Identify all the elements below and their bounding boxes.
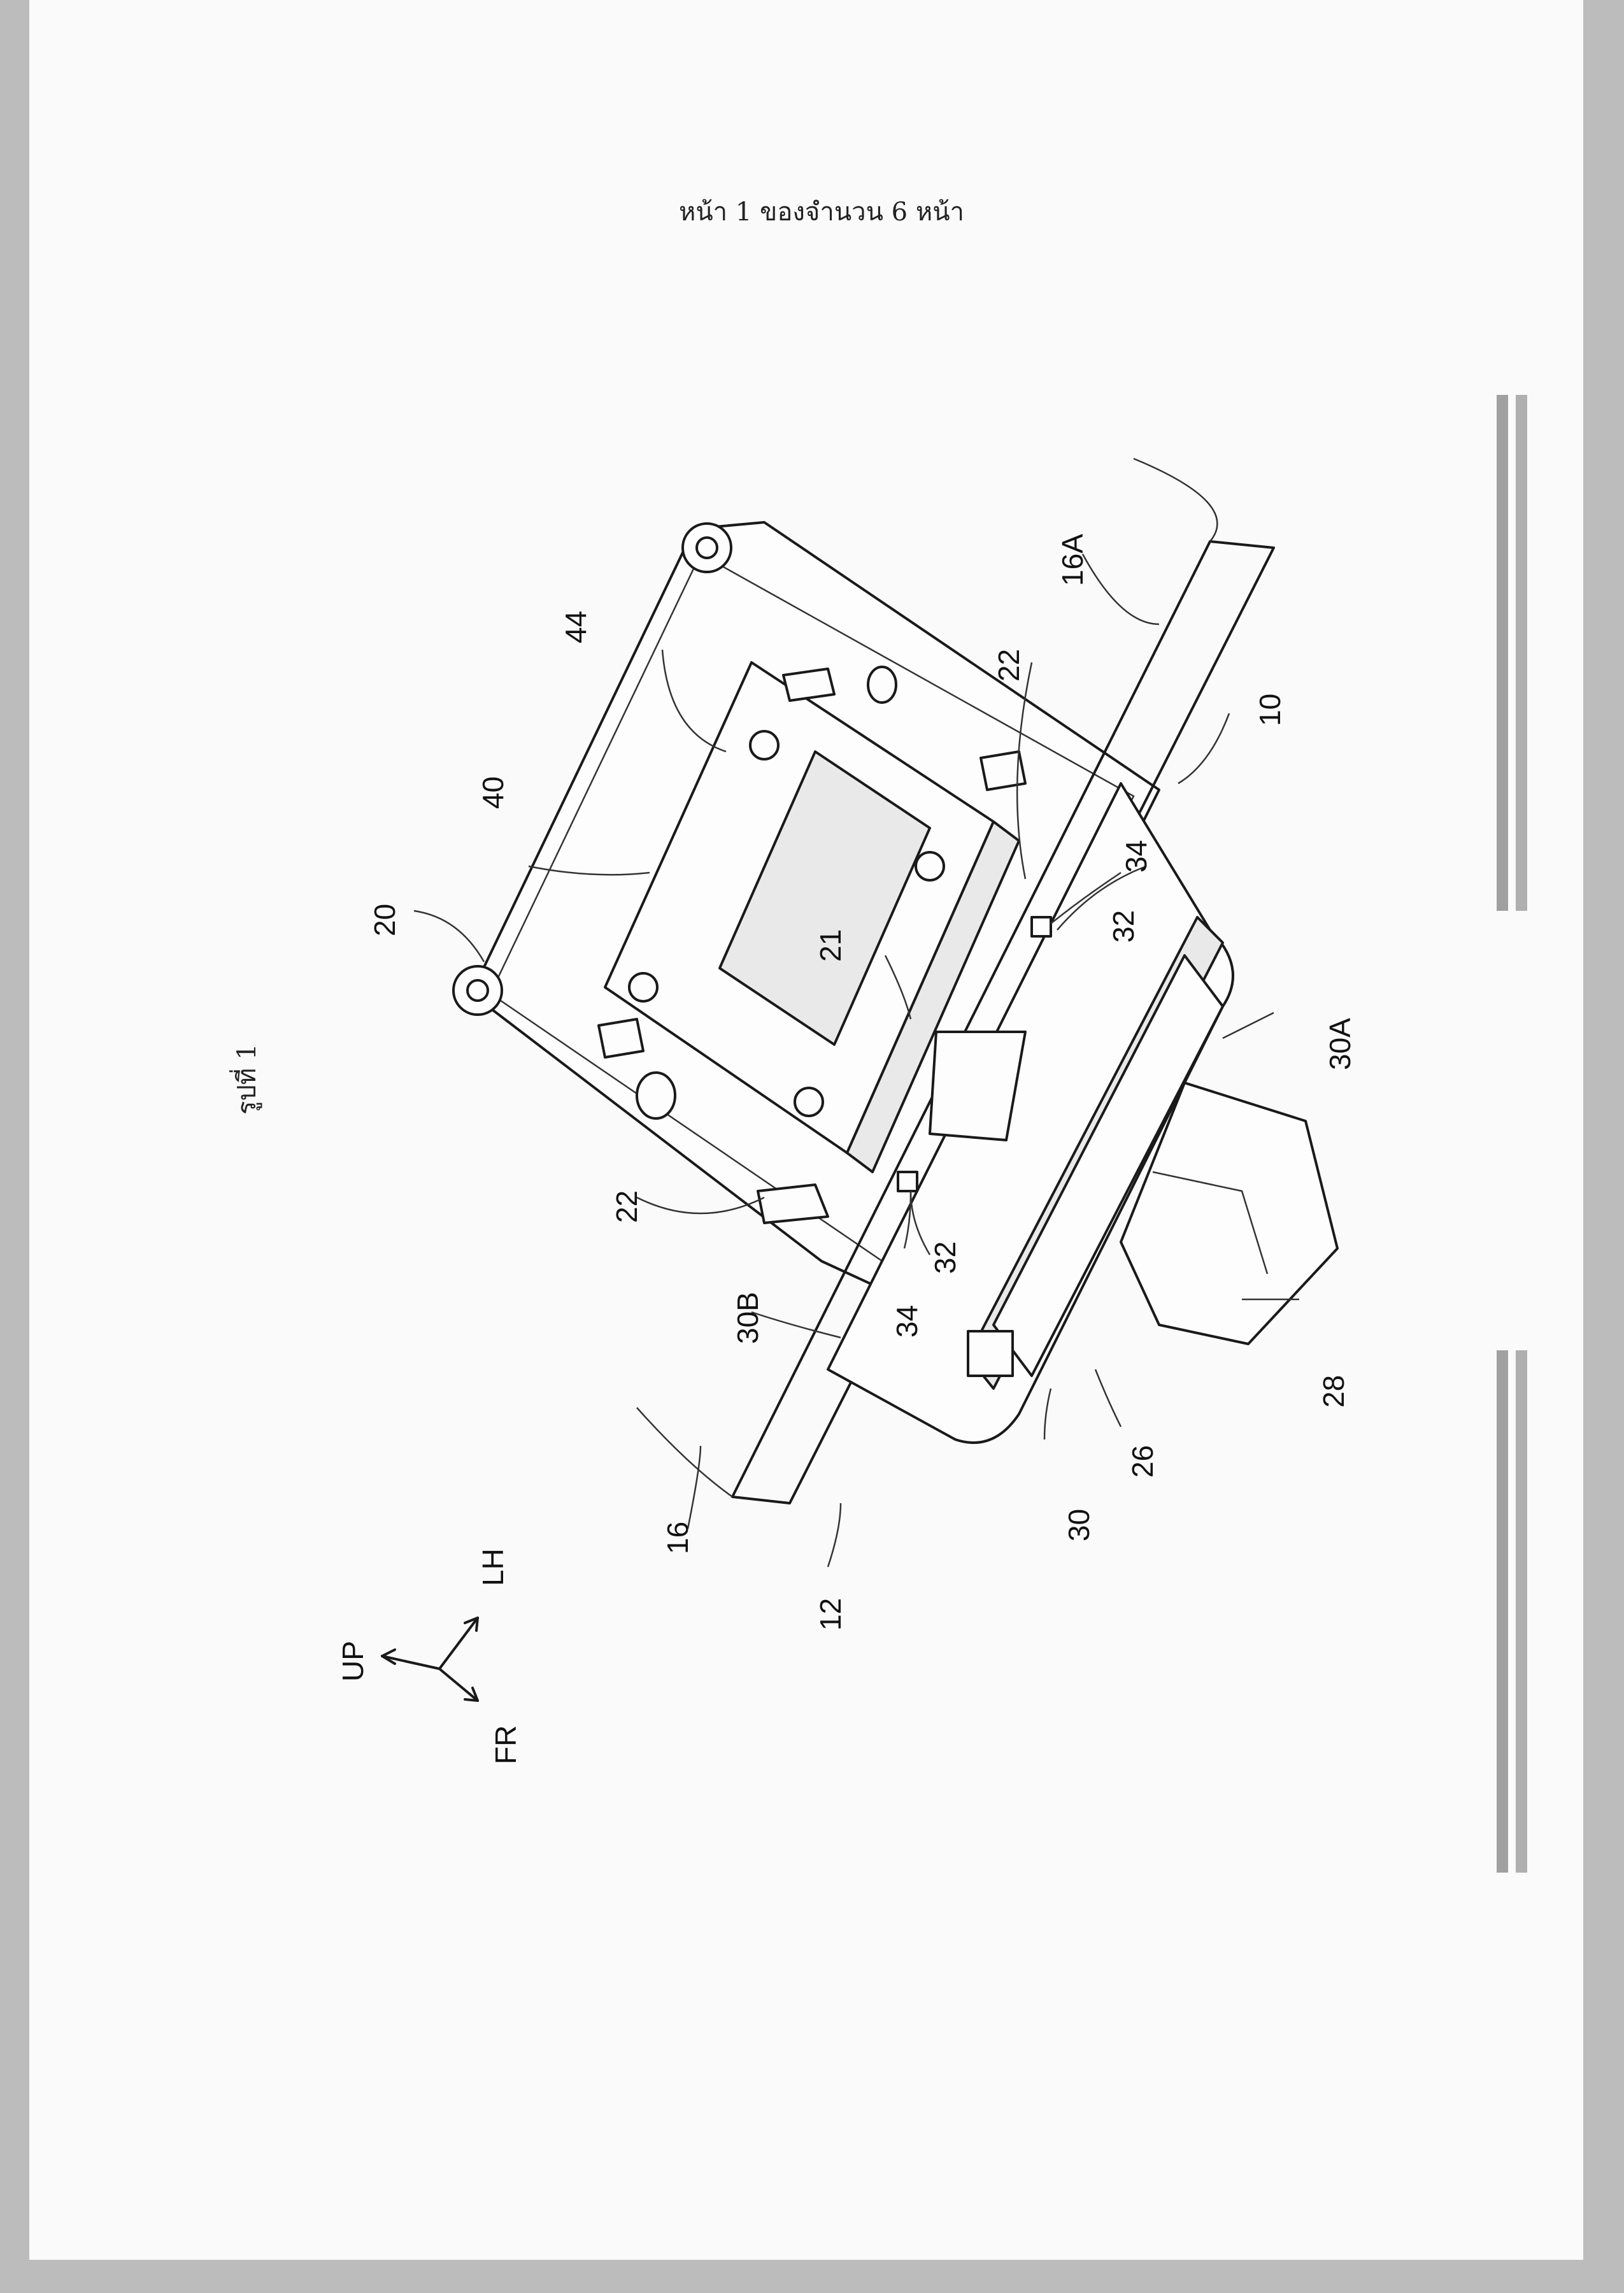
orientation-up-label: UP xyxy=(336,1641,369,1682)
page-header: หน้า 1 ของจำนวน 6 หน้า xyxy=(678,197,965,227)
numeral-16: 16 xyxy=(661,1522,694,1554)
numeral-22-upper: 22 xyxy=(992,649,1025,682)
numeral-30b: 30B xyxy=(731,1292,764,1344)
numeral-34-upper: 34 xyxy=(1120,840,1153,873)
numeral-30: 30 xyxy=(1062,1509,1095,1541)
tab-markers xyxy=(897,916,1052,1192)
numeral-16a: 16A xyxy=(1056,534,1089,586)
box-component xyxy=(597,661,1027,1224)
orientation-fr-label: FR xyxy=(489,1725,522,1764)
mount-housing xyxy=(827,782,1339,1444)
numeral-40: 40 xyxy=(476,776,509,809)
orientation-indicator: UP LH FR xyxy=(336,1548,522,1764)
numeral-30a: 30A xyxy=(1323,1018,1357,1070)
numeral-44: 44 xyxy=(559,611,592,643)
reference-numerals: 10 12 16 16A 20 21 22 22 26 28 30 30A 30… xyxy=(368,534,1357,1631)
numeral-12: 12 xyxy=(814,1598,847,1631)
numeral-10: 10 xyxy=(1253,694,1286,726)
leader-lines xyxy=(413,554,1299,1568)
numeral-34-lower: 34 xyxy=(890,1305,923,1338)
security-stamp xyxy=(1497,395,1527,1873)
numeral-32-upper: 32 xyxy=(1107,910,1140,943)
numeral-21: 21 xyxy=(814,929,847,962)
panel-edge xyxy=(636,457,1275,1504)
numeral-28: 28 xyxy=(1317,1375,1350,1408)
numeral-32-lower: 32 xyxy=(929,1241,962,1274)
orientation-lh-label: LH xyxy=(476,1548,509,1586)
numeral-20: 20 xyxy=(368,904,401,936)
numeral-26: 26 xyxy=(1126,1445,1159,1478)
numeral-22-lower: 22 xyxy=(610,1190,643,1223)
